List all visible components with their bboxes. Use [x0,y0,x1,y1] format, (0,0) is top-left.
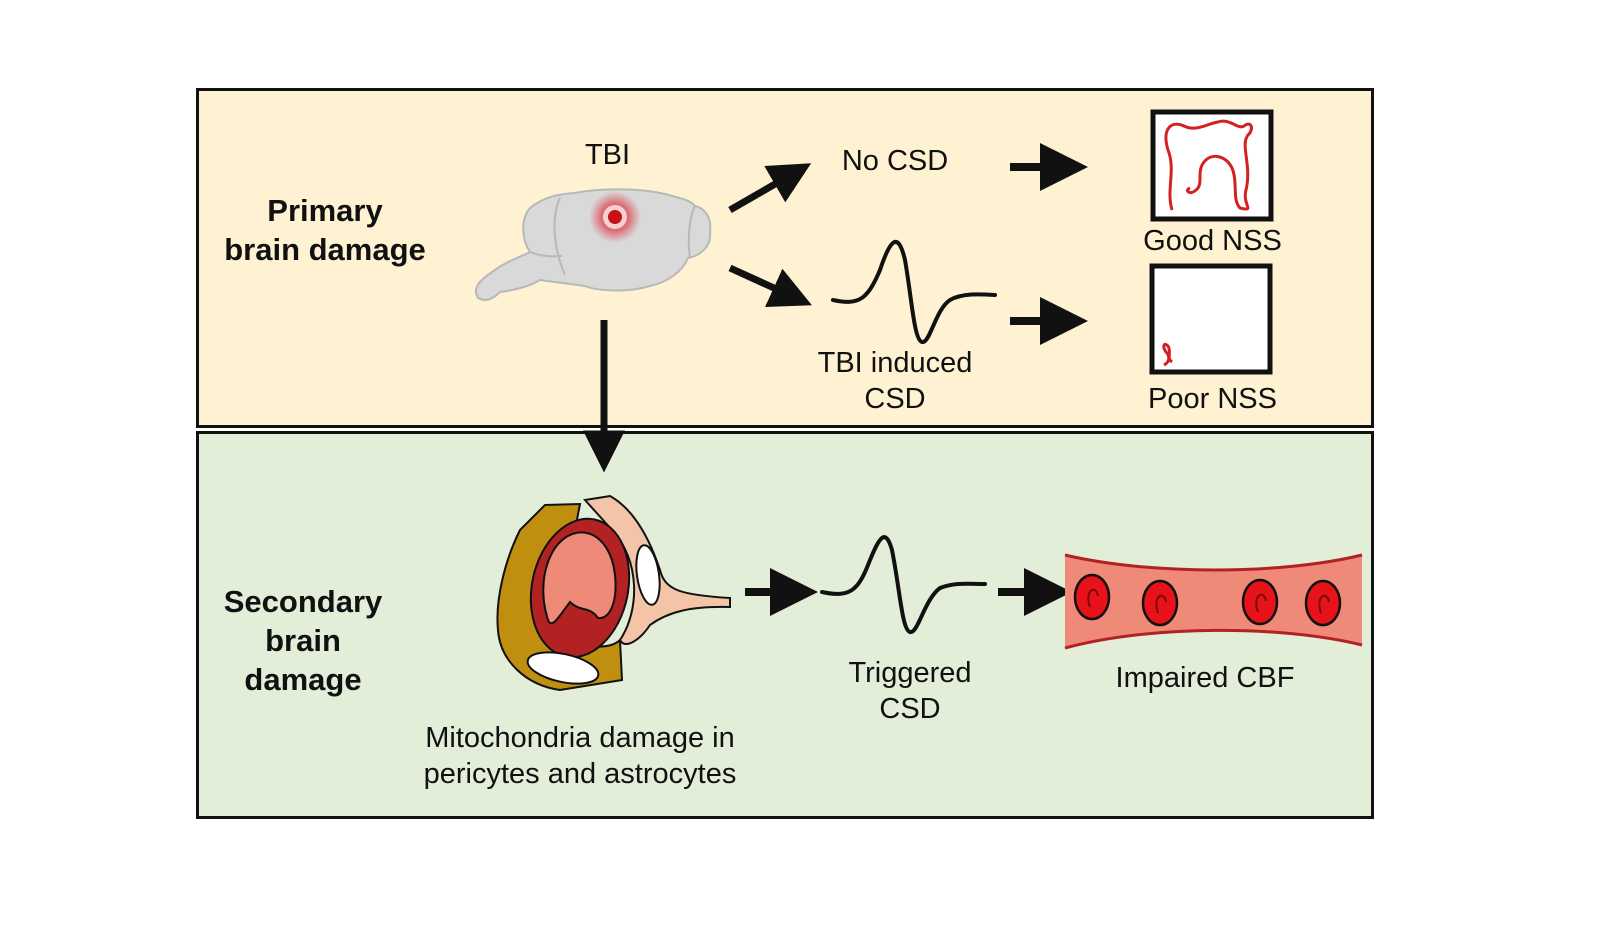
mouse-brain-icon [474,188,712,301]
tbi-label: TBI [584,139,631,171]
mitochondria-caption: Mitochondria damage in pericytes and ast… [400,720,760,793]
triggered-csd-waveform-icon [820,535,987,634]
tbi-lesion-icon [589,191,641,243]
good-nss-label: Good NSS [1143,225,1282,257]
no-csd-label: No CSD [841,145,949,177]
poor-nss-label: Poor NSS [1148,383,1277,415]
secondary-title-line3: damage [244,661,362,697]
tbi-induced-csd-line1: TBI induced [817,347,973,379]
triggered-csd-label: Triggered CSD [830,655,990,728]
mitochondria-caption-line2: pericytes and astrocytes [423,758,737,791]
pericyte-astrocyte-cell-icon [496,494,731,692]
triggered-csd-line1: Triggered [848,657,972,689]
tbi-induced-csd-label: TBI induced CSD [800,345,990,418]
secondary-title: Secondary brain damage [208,583,398,699]
blood-vessel-icon [1064,553,1363,650]
poor-nss-arena [1149,263,1273,375]
good-nss-trace [1164,119,1253,211]
primary-title-line1: Primary [267,193,383,228]
secondary-title-line1: Secondary [223,584,383,619]
mitochondria-caption-line1: Mitochondria damage in [425,722,735,754]
tbi-induced-csd-line2: CSD [864,383,926,416]
primary-title: Primary brain damage [210,192,440,270]
impaired-cbf-label: Impaired CBF [1115,662,1295,694]
primary-title-line2: brain damage [224,231,426,267]
red-blood-cells-icon [1073,573,1342,627]
secondary-title-line2: brain [265,622,341,658]
csd-waveform-icon [831,239,997,344]
arrow-to-csd [728,264,812,307]
poor-nss-trace [1162,342,1173,367]
arrow-to-no-csd [728,163,812,214]
triggered-csd-line2: CSD [879,693,941,726]
